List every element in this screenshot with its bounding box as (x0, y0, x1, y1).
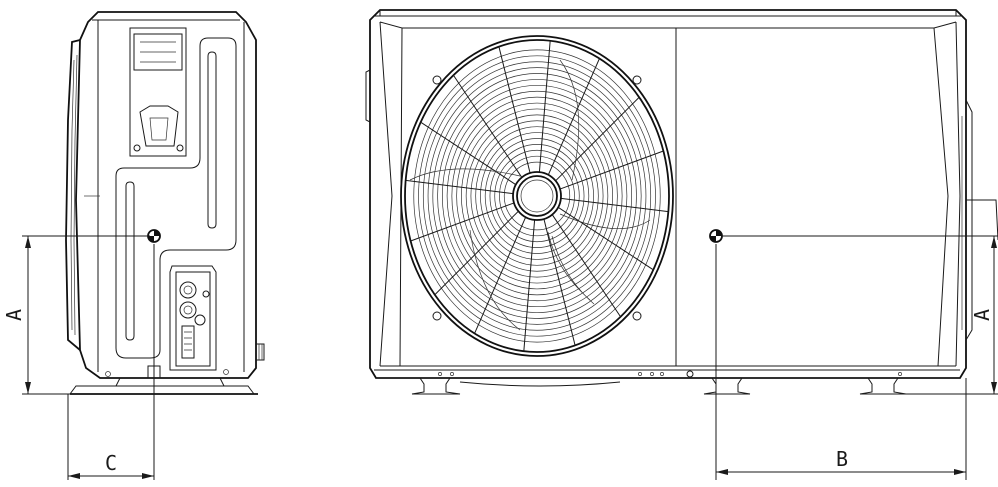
dimension-c: C (67, 244, 155, 480)
side-body-inner-edge (97, 20, 245, 372)
dimension-b-label: B (836, 447, 848, 471)
side-coil-fins (65, 39, 81, 351)
front-base (374, 369, 960, 395)
fan-ring (470, 120, 604, 272)
fan-ring (475, 126, 599, 266)
fan-rim (400, 35, 674, 357)
fan-spoke (498, 46, 531, 174)
dimension-b: B (715, 244, 967, 480)
fan-spoke (420, 121, 517, 186)
front-top-lip (374, 10, 962, 17)
side-slots (115, 37, 237, 359)
fan-mount-bolts (432, 75, 642, 321)
front-left-pipe (365, 69, 371, 123)
dimension-c-label: C (105, 451, 117, 475)
dimension-a-side: A (2, 235, 150, 395)
fan-spoke (538, 40, 551, 173)
fan-spoke (523, 219, 536, 352)
dimension-a-label-front: A (970, 309, 994, 321)
front-view (365, 9, 998, 395)
side-view (65, 11, 265, 395)
fan-ring (422, 61, 652, 331)
side-handle-panel (129, 27, 187, 157)
fan-ring (494, 149, 580, 243)
fan-ring (461, 108, 613, 284)
front-casing-outline (369, 9, 967, 379)
fan-rim (404, 39, 670, 353)
fan-ring (489, 144, 585, 248)
front-center-marker (709, 229, 723, 243)
front-frame (379, 21, 961, 367)
fan-spoke (547, 58, 600, 176)
side-base (69, 365, 258, 395)
fan-ring (432, 73, 642, 319)
fan-spoke (559, 150, 664, 190)
fan-ring (456, 102, 618, 290)
fan-spoke (560, 197, 669, 213)
fan-spoke (555, 96, 640, 182)
fan-ring (465, 114, 609, 278)
fan-ring (480, 132, 594, 260)
fan-spoke (474, 216, 527, 334)
fan-spoke (543, 218, 576, 346)
side-body-outline (75, 11, 257, 379)
fan-spoke (434, 210, 519, 296)
fan-ring (451, 96, 623, 296)
fan-spoke (557, 206, 654, 271)
fan-ring (499, 155, 575, 237)
fan-ring (427, 67, 647, 325)
dimension-a-front: A (722, 235, 998, 395)
fan-ring (413, 49, 661, 343)
fan-ring (441, 84, 633, 308)
front-right-coil (961, 99, 998, 341)
fan-hub (516, 175, 558, 217)
side-pipe-stub (256, 343, 265, 361)
fan-spoke (405, 179, 514, 195)
fan-ring (418, 55, 656, 337)
fan-spoke (551, 214, 621, 318)
fan-ring (484, 138, 590, 254)
fan-spoke (410, 202, 515, 242)
side-connection-box (169, 265, 217, 371)
dimension-a-label-side: A (2, 309, 26, 321)
fan-ring (437, 79, 637, 313)
fan-ring (503, 161, 571, 231)
fan-ring (446, 90, 628, 302)
fan-spoke (453, 74, 523, 178)
fan-guard (400, 35, 674, 357)
